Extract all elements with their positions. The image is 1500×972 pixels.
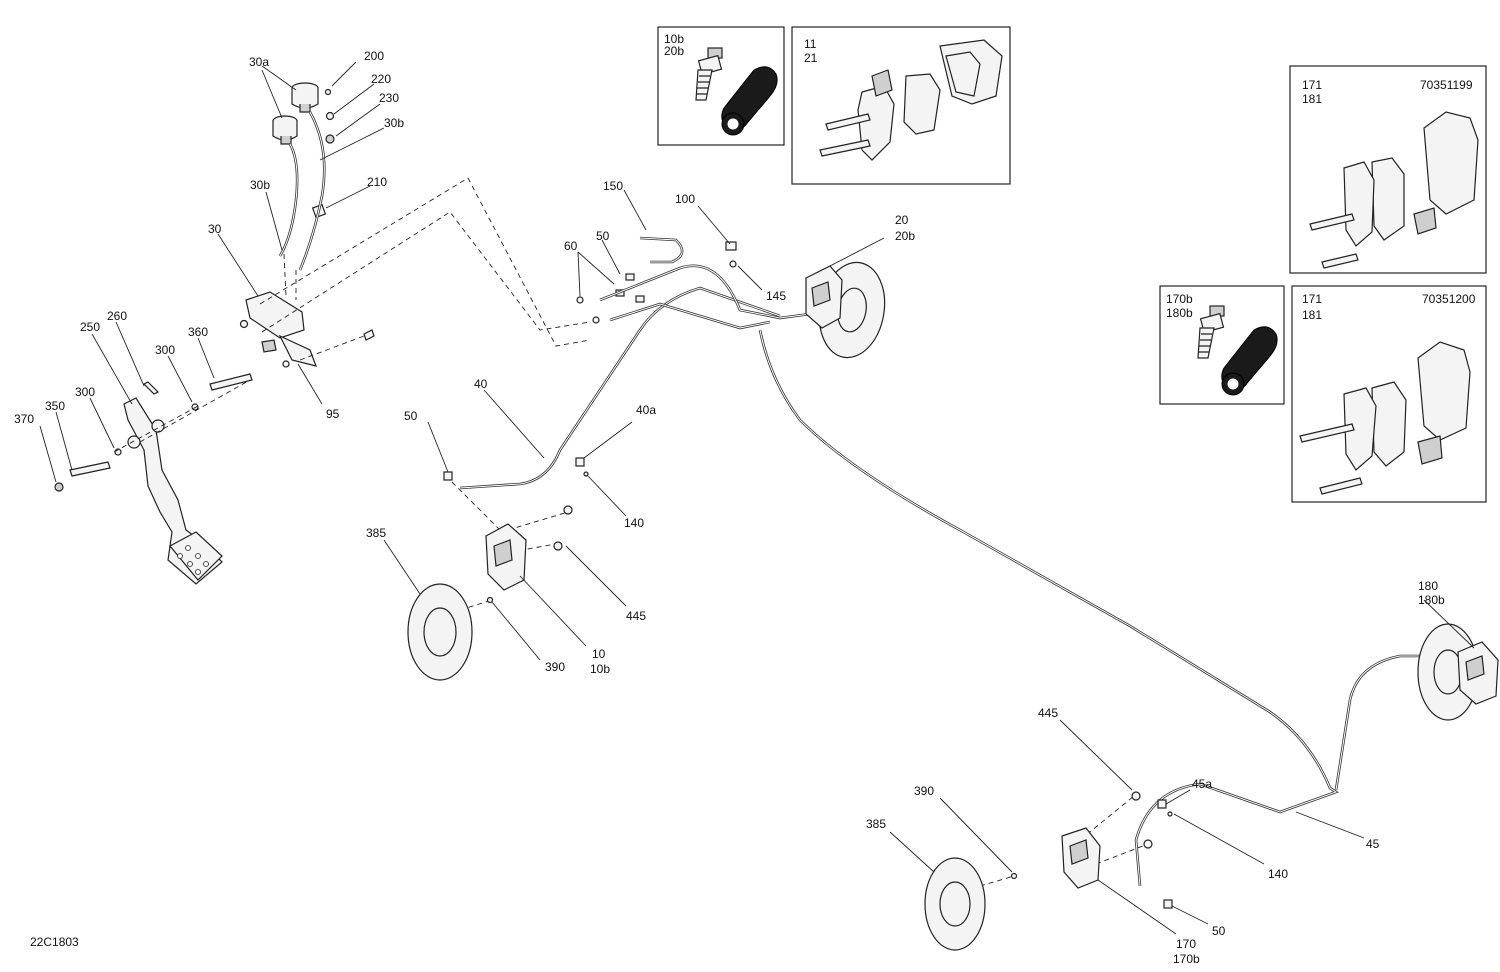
inset-pads-rear-2: 171 181 70351200 xyxy=(1291,285,1487,503)
front-left-caliper xyxy=(485,505,573,591)
brake-fluid-reservoir-upper xyxy=(291,82,319,113)
inset-label: 11 xyxy=(804,37,817,51)
callout-label: 390 xyxy=(545,660,565,674)
callout-label: 210 xyxy=(367,175,387,189)
rear-brake-line xyxy=(758,329,1450,887)
part-ref-number: 70351199 xyxy=(1420,78,1473,92)
callout-label: 140 xyxy=(1268,867,1288,881)
callout-label: 220 xyxy=(371,72,391,86)
callout-label: 30 xyxy=(208,222,222,236)
diagram-id: 22C1803 xyxy=(30,935,79,949)
callout-label: 150 xyxy=(603,179,623,193)
inset-pads-rear-1: 171 181 70351199 xyxy=(1289,65,1487,274)
front-brake-lines xyxy=(459,236,811,490)
callout-label: 100 xyxy=(675,192,695,206)
callout-label: 170b xyxy=(1173,952,1200,966)
brake-fluid-reservoir-lower xyxy=(272,115,298,145)
front-right-caliper xyxy=(805,265,843,329)
callout-label: 385 xyxy=(866,817,886,831)
inset-label: 180b xyxy=(1166,306,1193,320)
inset-label: 170b xyxy=(1166,292,1193,306)
inset-label: 171 xyxy=(1302,78,1322,92)
part-ref-number: 70351200 xyxy=(1422,292,1476,306)
callout-label: 170 xyxy=(1176,937,1196,951)
callout-labels: 200 30a 220 230 30b 210 30b 30 260 250 3… xyxy=(14,49,1445,966)
callout-label: 180 xyxy=(1418,579,1438,593)
callout-label: 30b xyxy=(384,116,404,130)
callout-label: 445 xyxy=(1038,706,1058,720)
callout-label: 30a xyxy=(249,55,269,69)
inset-label: 181 xyxy=(1302,308,1322,322)
callout-label: 50 xyxy=(404,409,418,423)
front-left-brake-disc xyxy=(407,583,494,681)
pedal-hardware xyxy=(54,373,253,492)
callout-label: 360 xyxy=(188,325,208,339)
inset-label: 10b xyxy=(664,32,684,46)
bleeder-cap-icon xyxy=(721,66,778,136)
bleeder-screw-icon xyxy=(695,47,723,101)
inset-label: 181 xyxy=(1302,92,1322,106)
callout-label: 45 xyxy=(1366,837,1380,851)
callout-leader-lines xyxy=(39,61,1475,935)
callout-label: 20 xyxy=(895,213,909,227)
callout-label: 20b xyxy=(895,229,915,243)
brake-pedal xyxy=(123,397,223,585)
callout-label: 370 xyxy=(14,412,34,426)
push-rod-bolt xyxy=(363,329,375,341)
callout-label: 10b xyxy=(590,662,610,676)
bleeder-screw-icon xyxy=(1197,305,1225,359)
callout-label: 40a xyxy=(636,403,656,417)
inset-bleeder-rear: 170b 180b xyxy=(1159,285,1285,405)
bleeder-cap-icon xyxy=(1221,326,1278,396)
inset-label: 20b xyxy=(664,44,684,58)
brake-pad-set-icon xyxy=(1309,111,1479,269)
callout-label: 140 xyxy=(624,516,644,530)
callout-label: 95 xyxy=(326,407,340,421)
callout-label: 230 xyxy=(379,91,399,105)
callout-label: 180b xyxy=(1418,593,1445,607)
brake-pad-set-icon xyxy=(1299,341,1471,495)
assembly-reference-lines xyxy=(113,177,1149,887)
callout-label: 260 xyxy=(107,309,127,323)
callout-label: 10 xyxy=(592,647,606,661)
master-cylinder xyxy=(239,291,317,368)
inset-label: 21 xyxy=(804,51,818,65)
reservoir-hoses xyxy=(278,111,326,271)
callout-label: 350 xyxy=(45,399,65,413)
rear-left-brake-disc xyxy=(924,857,1018,951)
callout-label: 45a xyxy=(1192,777,1212,791)
fastener xyxy=(443,241,737,481)
callout-label: 40 xyxy=(474,377,488,391)
callout-label: 200 xyxy=(364,49,384,63)
inset-pads-front: 11 21 xyxy=(791,26,1011,185)
inset-bleeder-front: 10b 20b xyxy=(657,26,785,146)
callout-label: 50 xyxy=(596,229,610,243)
callout-label: 30b xyxy=(250,178,270,192)
callout-label: 145 xyxy=(766,289,786,303)
callout-label: 385 xyxy=(366,526,386,540)
callout-label: 300 xyxy=(155,343,175,357)
callout-label: 445 xyxy=(626,609,646,623)
callout-label: 250 xyxy=(80,320,100,334)
callout-label: 60 xyxy=(564,239,578,253)
brake-pad-set-icon xyxy=(819,39,1003,161)
callout-label: 300 xyxy=(75,385,95,399)
rear-right-caliper xyxy=(1457,641,1499,705)
callout-label: 390 xyxy=(914,784,934,798)
callout-label: 50 xyxy=(1212,924,1226,938)
inset-label: 171 xyxy=(1302,292,1322,306)
